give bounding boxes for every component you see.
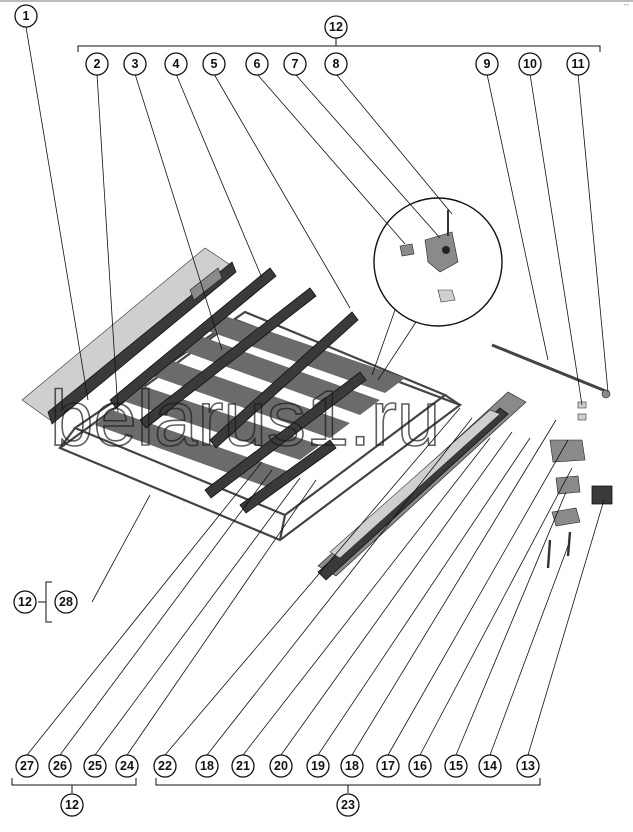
- callout-label: 3: [132, 57, 139, 71]
- callout-bottom-right-group-label: 23: [341, 798, 355, 812]
- callout-label: 7: [292, 57, 299, 71]
- callout-3: 3: [123, 52, 147, 76]
- callout-label: 21: [236, 759, 250, 773]
- watermark: belarus1.ru: [50, 374, 440, 462]
- callout-27: 27: [15, 754, 39, 778]
- callout-label: 6: [254, 57, 261, 71]
- callout-label: 5: [211, 57, 218, 71]
- assembly-illustration: belarus1.ru: [21, 197, 613, 581]
- callout-label: 27: [20, 759, 34, 773]
- callout-label: 22: [158, 759, 172, 773]
- callout-bottom-right-group: 23: [336, 793, 360, 817]
- callout-10: 10: [518, 52, 542, 76]
- leader-lines: [25, 26, 609, 756]
- callout-label: 25: [88, 759, 102, 773]
- callout-16: 16: [408, 754, 432, 778]
- small-hardware: [577, 389, 611, 421]
- callout-6: 6: [245, 52, 269, 76]
- callout-25: 25: [83, 754, 107, 778]
- callout-label: 15: [449, 759, 463, 773]
- callout-18-a: 18: [195, 754, 219, 778]
- callout-label: 9: [484, 57, 491, 71]
- callout-top-group-label: 12: [329, 20, 343, 34]
- callout-19: 19: [306, 754, 330, 778]
- callout-15: 15: [444, 754, 468, 778]
- callout-left-group-label: 12: [18, 595, 32, 609]
- callout-11: 11: [566, 52, 590, 76]
- callout-left-group: 12: [13, 590, 37, 614]
- callout-2: 2: [85, 52, 109, 76]
- corner-mark: --: [623, 0, 629, 9]
- part-beam-left: [21, 247, 237, 425]
- callout-label: 11: [571, 57, 584, 71]
- callout-label: 18: [345, 759, 359, 773]
- callout-label: 13: [521, 759, 535, 773]
- detail-zoom: [371, 197, 503, 381]
- callout-17: 17: [376, 754, 400, 778]
- part-rod: [491, 343, 609, 394]
- callout-label: 8: [333, 57, 340, 71]
- callout-label: 4: [173, 57, 180, 71]
- part-beam-right: [317, 391, 527, 581]
- callout-label: 14: [483, 759, 497, 773]
- callout-5: 5: [202, 52, 226, 76]
- callout-20: 20: [269, 754, 293, 778]
- callout-8: 8: [324, 52, 348, 76]
- callout-label: 19: [311, 759, 325, 773]
- cross-bars: [109, 267, 367, 514]
- callout-28: 28: [54, 590, 78, 614]
- callout-14: 14: [478, 754, 502, 778]
- callout-22: 22: [153, 754, 177, 778]
- group-brackets: [11, 38, 601, 793]
- callout-24: 24: [115, 754, 139, 778]
- callout-label: 16: [413, 759, 427, 773]
- callout-label: 26: [53, 759, 67, 773]
- callout-26: 26: [48, 754, 72, 778]
- callout-9: 9: [475, 52, 499, 76]
- callout-21: 21: [231, 754, 255, 778]
- callout-7: 7: [283, 52, 307, 76]
- callout-label: 18: [200, 759, 214, 773]
- callout-label: 17: [381, 759, 395, 773]
- callout-bottom-left-group-label: 12: [65, 798, 79, 812]
- callout-label: 28: [59, 595, 73, 609]
- callout-1: 1: [14, 4, 38, 28]
- callout-label: 2: [94, 57, 101, 71]
- callout-bottom-left-group: 12: [60, 793, 84, 817]
- callout-label: 20: [274, 759, 288, 773]
- callout-label: 10: [523, 57, 537, 71]
- callout-top-group: 12: [324, 15, 348, 39]
- callout-label: 24: [120, 759, 134, 773]
- callout-13: 13: [516, 754, 540, 778]
- callout-label: 1: [23, 9, 30, 23]
- callout-18-b: 18: [340, 754, 364, 778]
- callout-4: 4: [164, 52, 188, 76]
